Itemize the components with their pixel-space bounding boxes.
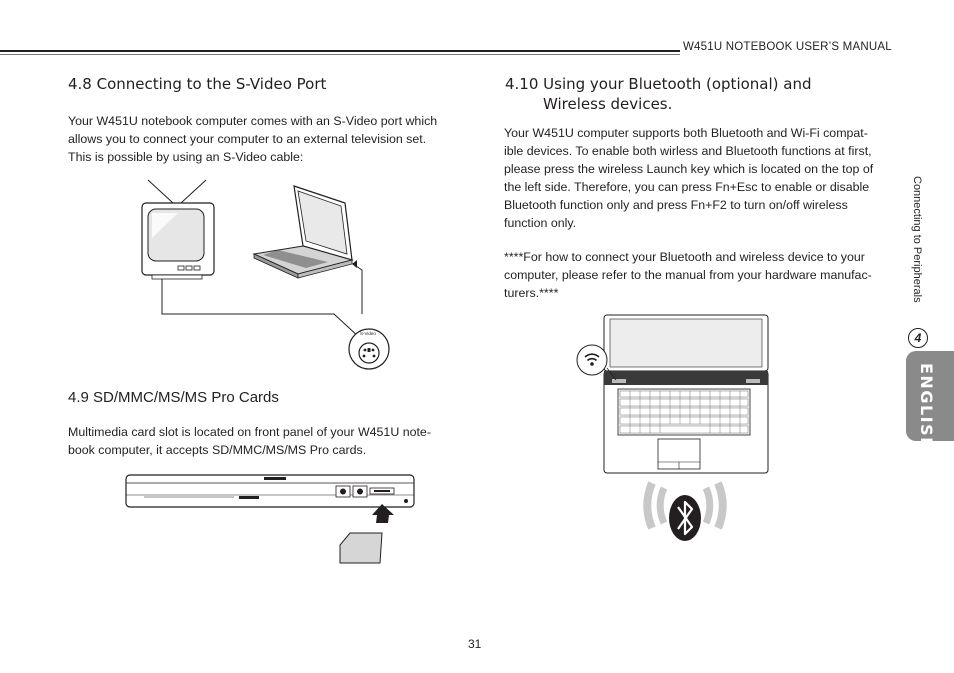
cards-heading: 4.9 SD/MMC/MS/MS Pro Cards xyxy=(68,389,279,406)
language-tab: ENGLISH xyxy=(906,351,954,452)
cards-paragraph: Multimedia card slot is located on front… xyxy=(68,423,468,459)
bluetooth-line-3: please press the wireless Launch key whi… xyxy=(504,162,874,176)
bluetooth-line-5: Bluetooth function only and press Fn+F2 … xyxy=(504,198,848,212)
svideo-line-2: allows you to connect your computer to a… xyxy=(68,132,427,146)
bluetooth-paragraph-2: ****For how to connect your Bluetooth an… xyxy=(504,248,888,302)
chapter-number-badge: 4 xyxy=(908,328,928,348)
bluetooth-note-line-1: ****For how to connect your Bluetooth an… xyxy=(504,250,865,264)
bluetooth-paragraph-1: Your W451U computer supports both Blueto… xyxy=(504,124,886,232)
svideo-connection-illustration: S-Video xyxy=(141,179,390,370)
keyboard-key-grid xyxy=(619,390,749,434)
svideo-heading: 4.8 Connecting to the S-Video Port xyxy=(68,75,327,93)
section-side-label: Connecting to Peripherals xyxy=(911,176,923,303)
svideo-paragraph: Your W451U notebook computer comes with … xyxy=(68,112,468,166)
svideo-port-label: S-Video xyxy=(360,331,376,336)
language-tab-label: ENGLISH xyxy=(917,363,936,453)
card-slot-illustration xyxy=(125,474,415,564)
cards-line-1: Multimedia card slot is located on front… xyxy=(68,425,431,439)
bluetooth-line-1: Your W451U computer supports both Blueto… xyxy=(504,126,868,140)
manual-title: W451U NOTEBOOK USER’S MANUAL xyxy=(683,41,892,53)
bluetooth-note-line-3: turers.**** xyxy=(504,286,559,300)
page-number: 31 xyxy=(468,637,482,651)
header-rule-thin xyxy=(0,54,680,55)
bluetooth-line-2: ible devices. To enable both wirless and… xyxy=(504,144,872,158)
bluetooth-heading-line-2: Wireless devices. xyxy=(543,95,673,113)
bluetooth-heading-line-1: 4.10 Using your Bluetooth (optional) and xyxy=(505,75,812,93)
bluetooth-line-6: function only. xyxy=(504,216,577,230)
bluetooth-note-line-2: computer, please refer to the manual fro… xyxy=(504,268,872,282)
header-rule xyxy=(0,50,680,52)
bluetooth-line-4: the left side. Therefore, you can press … xyxy=(504,180,870,194)
svideo-line-1: Your W451U notebook computer comes with … xyxy=(68,114,438,128)
cards-line-2: book computer, it accepts SD/MMC/MS/MS P… xyxy=(68,443,367,457)
svideo-line-3: This is possible by using an S-Video cab… xyxy=(68,150,304,164)
laptop-wireless-illustration xyxy=(576,314,769,541)
